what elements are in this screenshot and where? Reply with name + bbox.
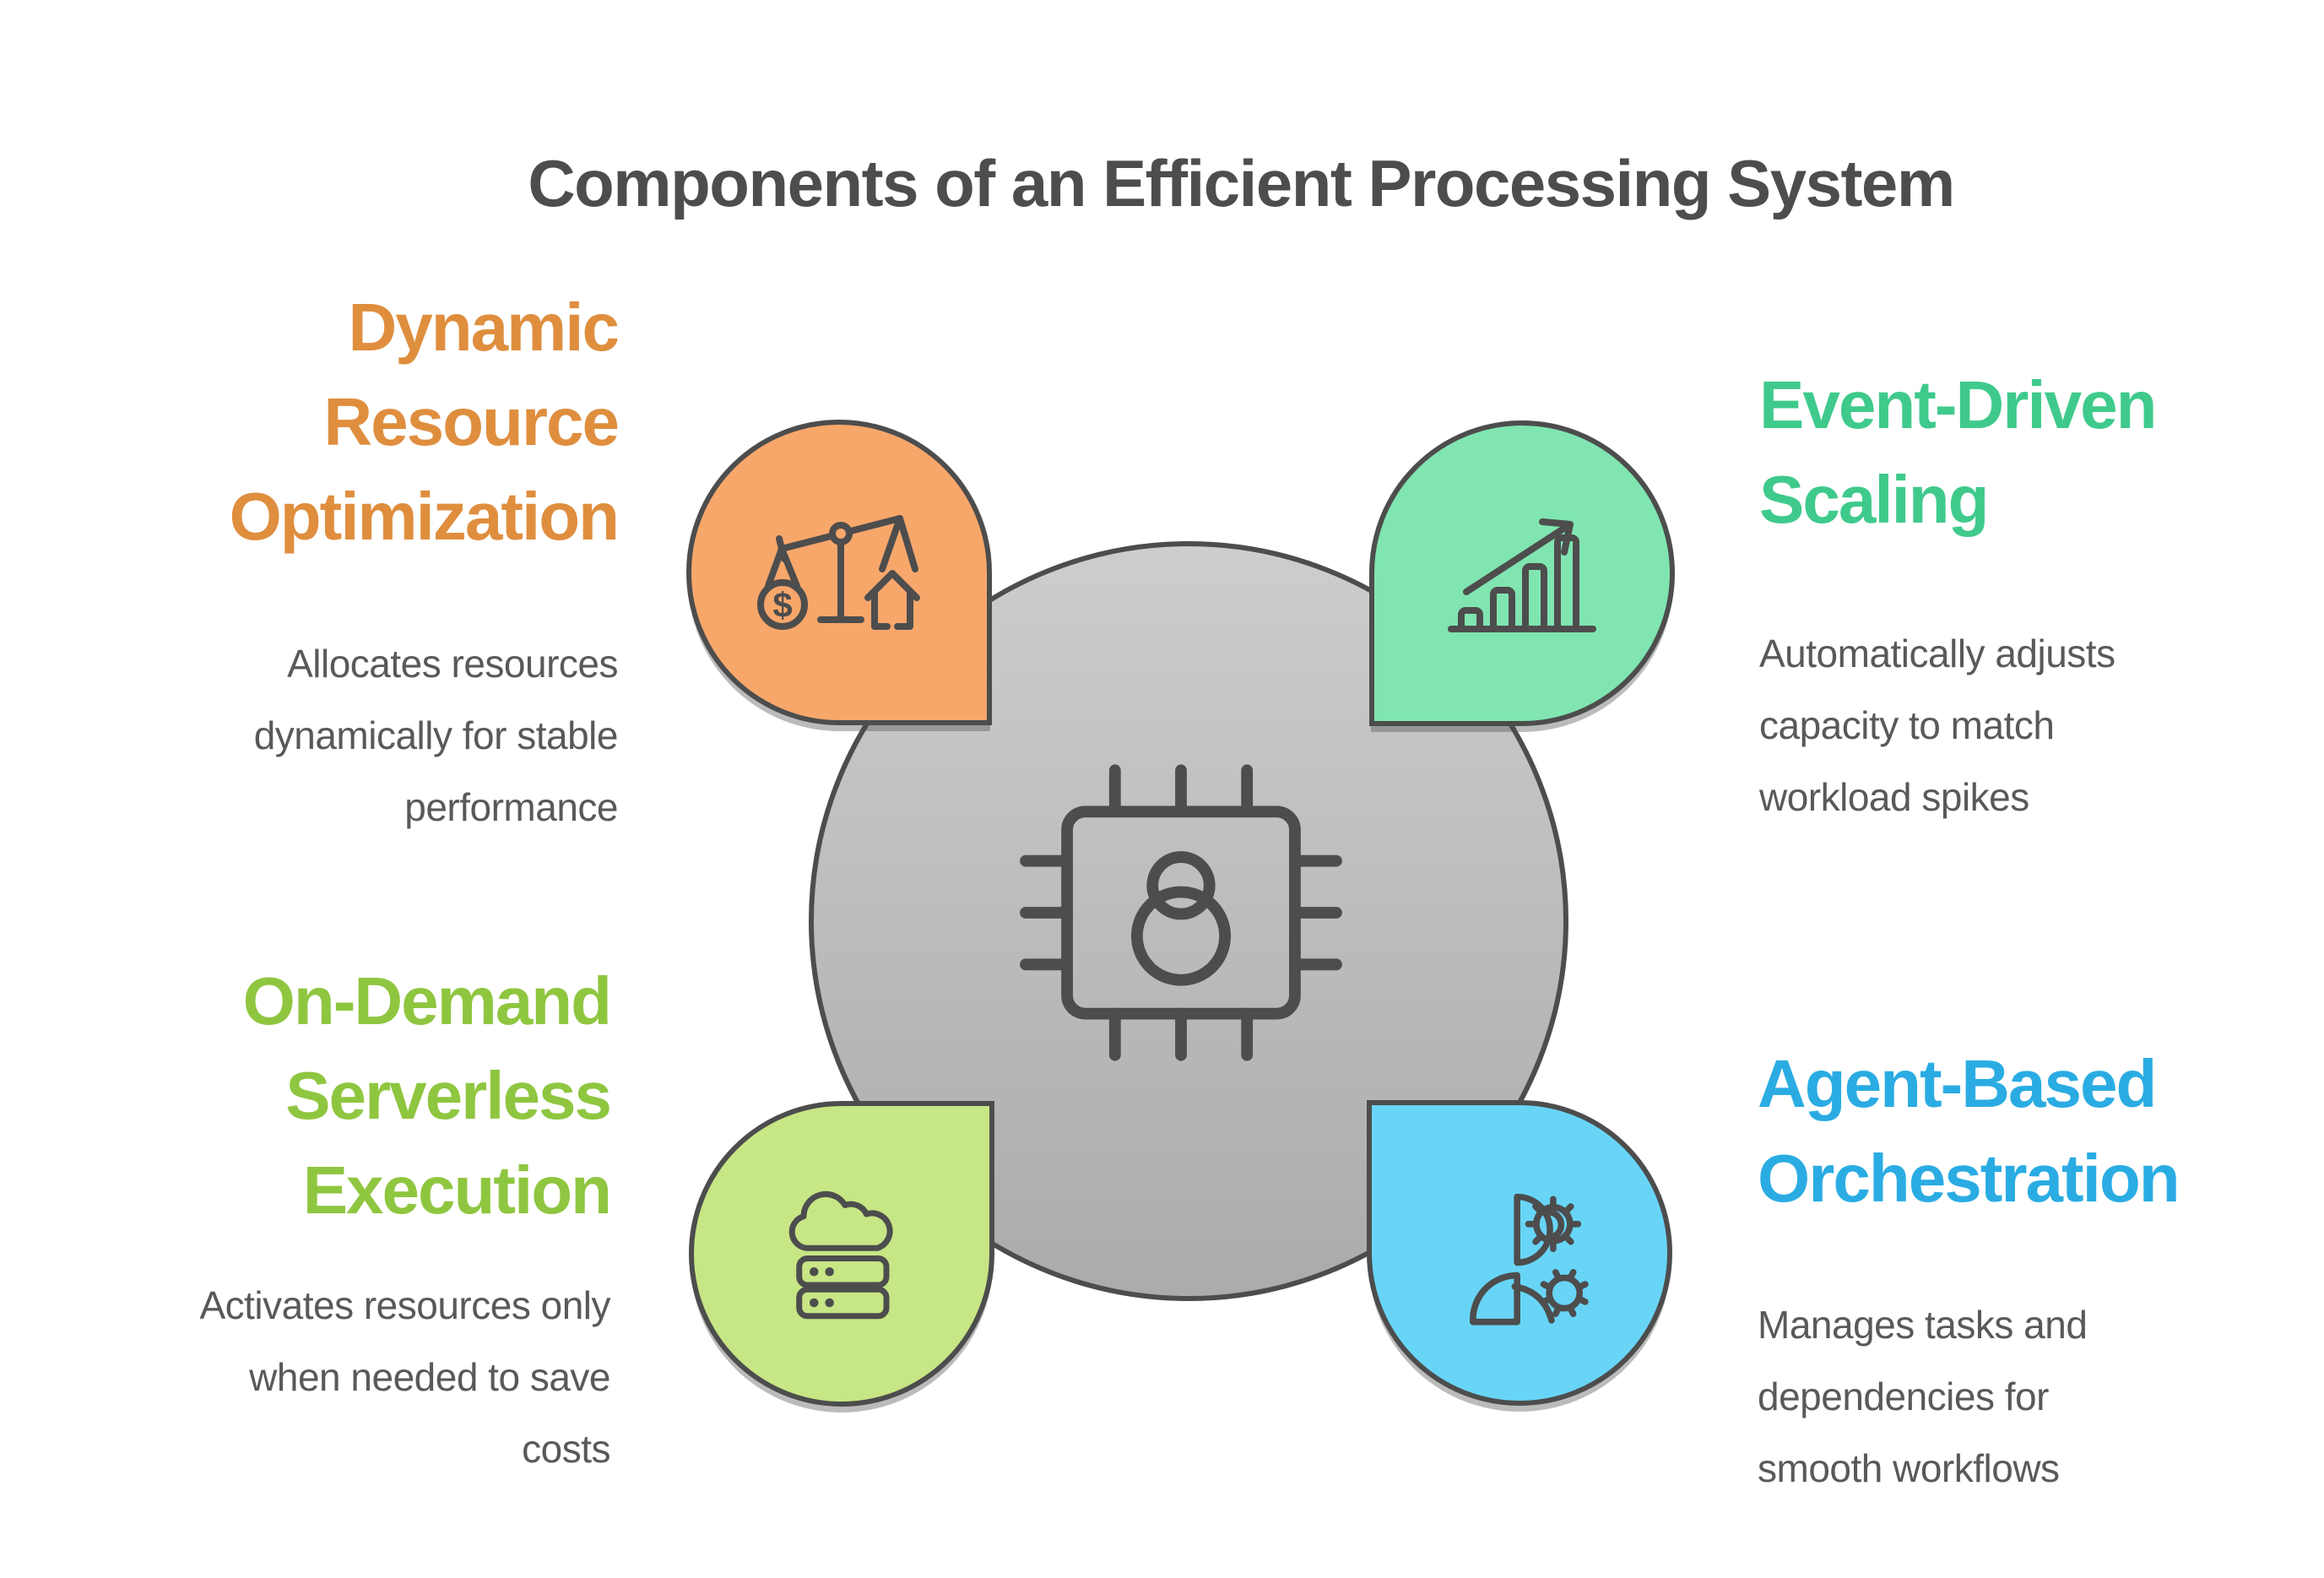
description-on-demand-serverless-execution: Activates resources only when needed to …	[199, 1283, 610, 1472]
cloud-server-icon	[788, 1190, 893, 1320]
description-event-driven-scaling: Automatically adjusts capacity to match …	[1759, 632, 2115, 820]
cpu-chip-user-icon	[1020, 764, 1342, 1061]
heading-on-demand-serverless-execution: On-Demand Serverless Execution	[242, 963, 612, 1228]
teardrop-agent-based-orchestration	[1367, 1100, 1672, 1406]
description-dynamic-resource-optimization: Allocates resources dynamically for stab…	[253, 642, 619, 830]
balance-scale-icon: $	[757, 515, 920, 630]
svg-text:$: $	[772, 585, 792, 625]
description-agent-based-orchestration: Manages tasks and dependencies for smoot…	[1758, 1303, 2088, 1491]
heading-dynamic-resource-optimization: Dynamic Resource Optimization	[229, 290, 620, 554]
teardrop-event-driven-scaling	[1369, 420, 1675, 726]
heading-agent-based-orchestration: Agent-Based Orchestration	[1758, 1046, 2180, 1216]
page-title: Components of an Efficient Processing Sy…	[528, 146, 1955, 220]
heading-event-driven-scaling: Event-Driven Scaling	[1759, 367, 2157, 537]
teardrop-dynamic-resource-optimization: $	[686, 420, 992, 725]
person-gears-icon	[1470, 1193, 1589, 1326]
growth-chart-arrow-icon	[1448, 518, 1596, 632]
teardrop-on-demand-serverless-execution	[689, 1101, 994, 1407]
